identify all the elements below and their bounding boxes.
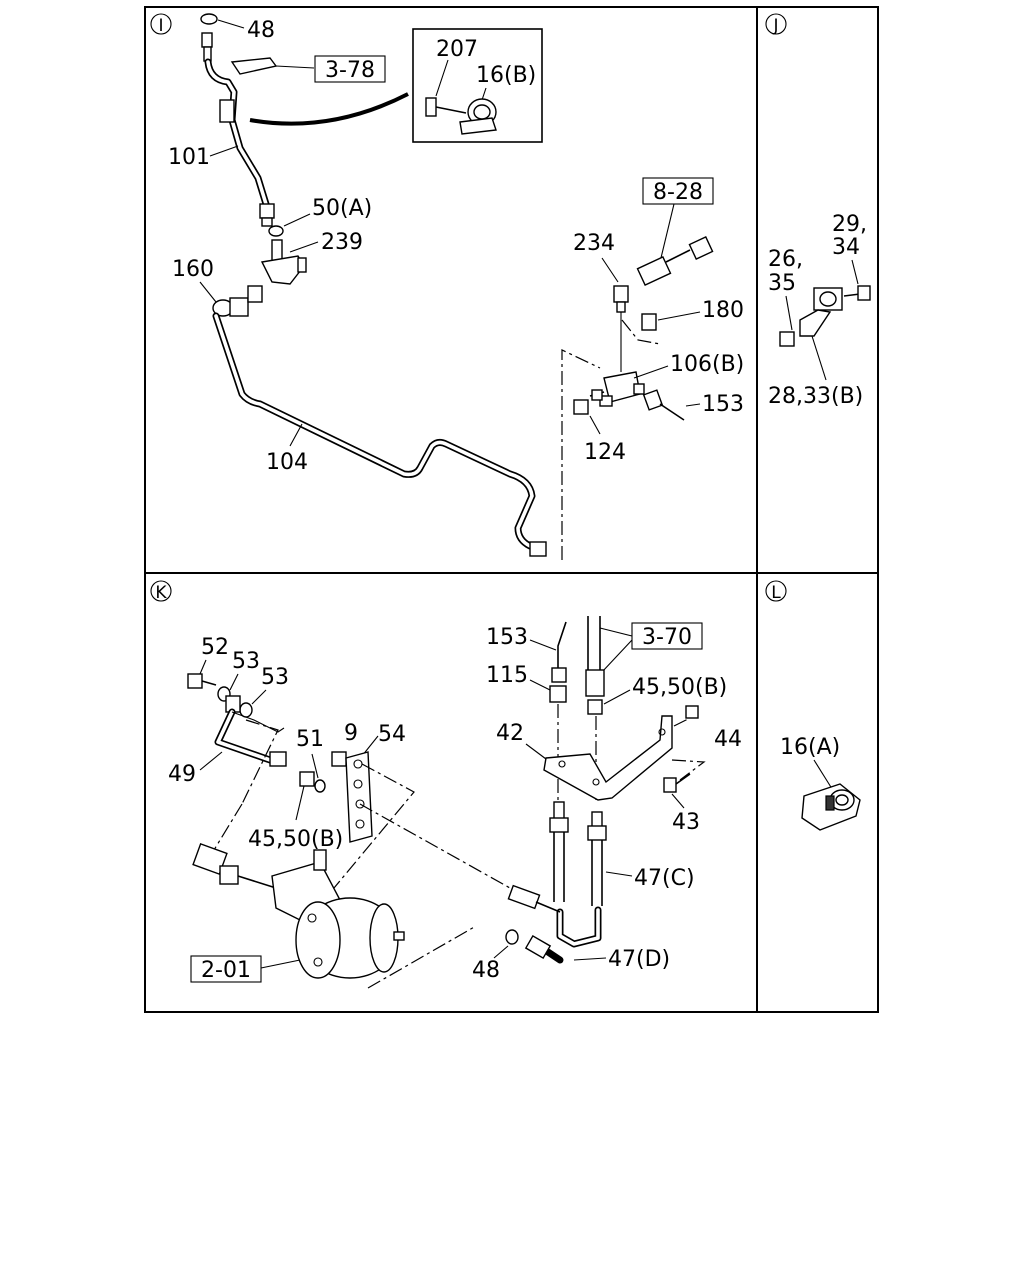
nut-44-icon	[685, 705, 699, 719]
label-153: 153	[702, 392, 744, 417]
hose-101-icon	[201, 32, 275, 227]
union-160-icon	[212, 285, 263, 317]
inset-clamp-detail: 207 16(B)	[412, 28, 543, 143]
label-54: 54	[378, 722, 406, 747]
label-49: 49	[168, 762, 196, 787]
nut-115-icon	[549, 685, 567, 703]
washer-50a-icon	[268, 225, 284, 237]
label-45-50b-right: 45,50(B)	[632, 675, 727, 700]
svg-text:L: L	[771, 583, 781, 603]
ref-3-78: 3-78	[325, 58, 375, 83]
panel-marker-i: I	[150, 13, 172, 36]
label-50a: 50(A)	[312, 196, 372, 221]
line-153-icon	[642, 389, 685, 421]
label-44: 44	[714, 727, 742, 752]
nut-9-icon	[331, 751, 347, 767]
svg-text:K: K	[155, 583, 167, 603]
label-53-b: 53	[261, 665, 289, 690]
clamp-28-33b-icon	[799, 287, 843, 337]
label-26: 26,	[768, 247, 803, 272]
clamp-16a-icon	[801, 783, 861, 831]
ref-2-01: 2-01	[201, 958, 251, 983]
label-51: 51	[296, 727, 324, 752]
ref-3-70: 3-70	[642, 625, 692, 650]
label-52: 52	[201, 635, 229, 660]
label-53-a: 53	[232, 649, 260, 674]
label-29: 29,	[832, 212, 867, 237]
ref-8-28: 8-28	[653, 180, 703, 205]
ref-box-3-78	[314, 55, 386, 83]
label-48-k: 48	[472, 958, 500, 983]
label-234: 234	[573, 231, 615, 256]
washer-48-icon	[200, 13, 218, 25]
label-9: 9	[344, 721, 358, 746]
label-35: 35	[768, 271, 796, 296]
label-16b: 16(B)	[476, 63, 536, 88]
pipe-104-icon	[212, 312, 536, 550]
label-16a: 16(A)	[780, 735, 840, 760]
hose-47d-icon	[507, 884, 602, 964]
label-47c: 47(C)	[634, 866, 695, 891]
bracket-3-78-icon	[230, 57, 278, 75]
clamp-16b-icon	[459, 98, 497, 135]
bolt-43-icon	[663, 773, 691, 793]
hose-47c-icon	[549, 801, 607, 906]
label-47d: 47(D)	[608, 947, 670, 972]
fitting-234-icon	[613, 285, 629, 313]
ref-box-2-01	[190, 955, 262, 983]
line-153-k-icon	[551, 621, 567, 683]
pipe-3-70-icon	[585, 616, 605, 697]
plate-54-icon	[345, 751, 373, 843]
valve-239-icon	[260, 239, 307, 285]
label-124: 124	[584, 440, 626, 465]
label-160: 160	[172, 257, 214, 282]
bolt-29-34-icon	[843, 285, 871, 301]
nut-45-50b-right-icon	[587, 699, 603, 715]
label-239: 239	[321, 230, 363, 255]
panel-marker-l: L	[765, 580, 787, 603]
label-43: 43	[672, 810, 700, 835]
fitting-180-icon	[641, 313, 657, 331]
panel-k: 52 53 53 49 9 51 45,50(B)	[168, 616, 742, 989]
label-106b: 106(B)	[670, 352, 744, 377]
label-207: 207	[436, 37, 478, 62]
nut-45-50b-left-icon	[299, 771, 315, 787]
svg-text:J: J	[772, 16, 778, 36]
label-153-k: 153	[486, 625, 528, 650]
panel-marker-j: J	[765, 13, 787, 36]
panel-l: 16(A)	[780, 735, 861, 831]
pipe-49-icon	[214, 695, 287, 767]
bolt-52-icon	[187, 673, 217, 689]
actuator-2-01-icon	[192, 842, 405, 979]
panel-j: 29, 34 26, 35 28,33(B)	[768, 212, 871, 409]
label-48: 48	[247, 18, 275, 43]
label-45-50b-left: 45,50(B)	[248, 827, 343, 852]
washer-51-icon	[314, 779, 326, 793]
panel-marker-k: K	[150, 580, 172, 603]
pressure-switch-icon	[636, 236, 714, 287]
tee-106b-icon	[599, 371, 645, 407]
bolt-124-icon	[573, 389, 605, 415]
svg-text:I: I	[158, 16, 163, 36]
label-34: 34	[832, 235, 860, 260]
label-104: 104	[266, 450, 308, 475]
nut-26-35-icon	[779, 331, 795, 347]
ref-box-8-28	[642, 177, 714, 205]
washer-53-b-icon	[239, 702, 253, 718]
label-42: 42	[496, 721, 524, 746]
bracket-42-icon	[543, 715, 673, 801]
panel-i: 48 3-78 207 16(B)	[168, 13, 744, 560]
label-101: 101	[168, 145, 210, 170]
label-115: 115	[486, 663, 528, 688]
diagram-frame	[144, 6, 879, 1013]
bolt-207-icon	[425, 97, 467, 117]
label-28-33b: 28,33(B)	[768, 384, 863, 409]
label-180: 180	[702, 298, 744, 323]
washer-48-k-icon	[505, 929, 519, 945]
